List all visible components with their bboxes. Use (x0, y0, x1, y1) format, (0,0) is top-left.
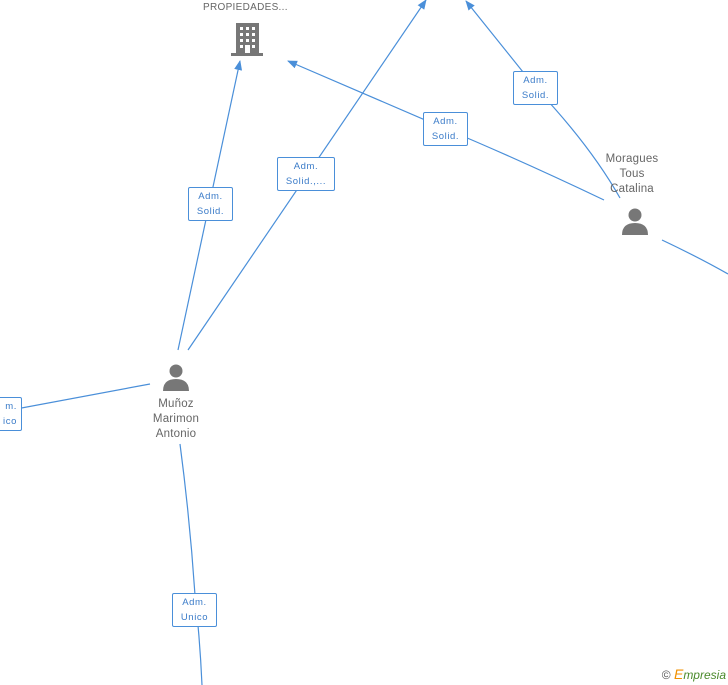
edge-label-munoz-bottom[interactable]: Adm. Unico (172, 593, 217, 627)
person-name-line: Moragues (605, 153, 659, 165)
empresia-logo-e: E (673, 666, 684, 682)
building-icon[interactable] (231, 23, 263, 56)
person-icon-munoz[interactable] (163, 364, 189, 392)
edge-label-munoz-left[interactable]: m. ico (0, 397, 22, 431)
edge-label-moragues-to-propiedades[interactable]: Adm. Solid. (423, 112, 468, 146)
copyright-symbol: © (661, 668, 671, 682)
edge-label-line: Adm. (433, 116, 458, 127)
edge-label-moragues-to-top[interactable]: Adm. Solid. (513, 71, 558, 105)
edge-label-line: Adm. (293, 161, 319, 172)
person-name-line: Catalina (610, 183, 654, 195)
edge-line-moragues-right (661, 239, 728, 275)
edge-label-line: m. (5, 401, 17, 412)
edge-label-line: Adm. (523, 75, 548, 86)
person-icon-moragues[interactable] (622, 208, 648, 236)
edge-label-line: ico (3, 416, 17, 427)
empresia-brand-text: mpresia (683, 668, 726, 682)
edge-label-line: Solid.,... (285, 176, 327, 187)
edge-label-line: Solid. (196, 206, 225, 217)
person-name-line: Muñoz (158, 398, 194, 410)
person-label-moragues[interactable]: Moragues Tous Catalina (592, 152, 672, 197)
edge-label-line: Solid. (431, 131, 460, 142)
edge-label-munoz-to-propiedades[interactable]: Adm. Solid. (188, 187, 233, 221)
edge-label-line: Solid. (521, 90, 550, 101)
person-name-line: Antonio (155, 428, 197, 440)
empresia-watermark: © Empresia (662, 666, 726, 682)
company-label[interactable]: PROPIEDADES... (203, 2, 288, 13)
person-name-line: Tous (619, 168, 645, 180)
person-name-line: Marimon (152, 413, 200, 425)
edge-line-munoz-bottom (179, 443, 203, 685)
edge-label-line: Unico (180, 612, 209, 623)
edge-line-munoz-left (0, 383, 151, 413)
edge-label-munoz-to-top[interactable]: Adm. Solid.,... (277, 157, 335, 191)
edge-label-line: Adm. (198, 191, 223, 202)
person-label-munoz[interactable]: Muñoz Marimon Antonio (136, 397, 216, 442)
edge-label-line: Adm. (182, 597, 207, 608)
